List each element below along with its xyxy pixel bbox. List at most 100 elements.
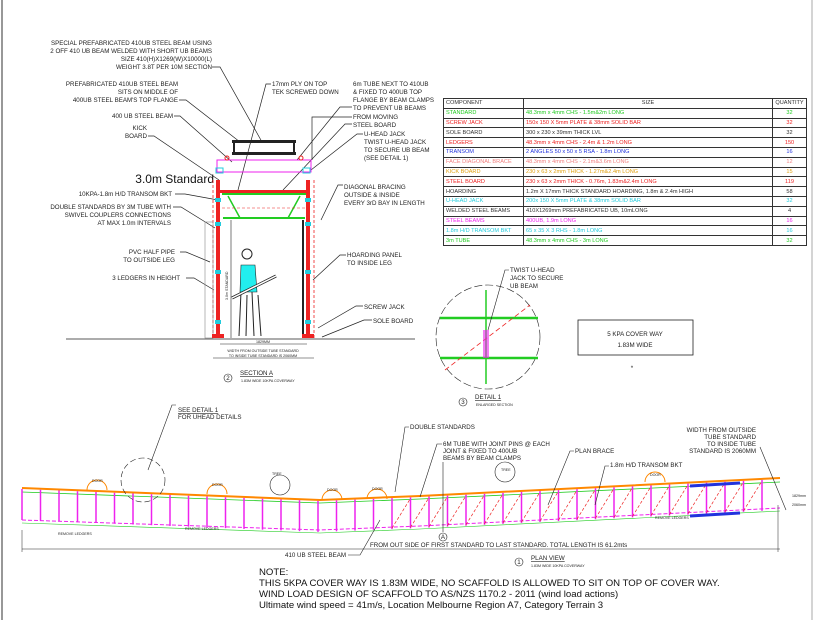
section-number: 2 <box>226 375 230 382</box>
component-cell: U-HEAD JACK <box>443 195 524 207</box>
plan-brace <box>391 498 411 529</box>
label: HOARDING PANEL <box>347 252 402 259</box>
coverway-mark: * <box>631 365 634 372</box>
plan-brace <box>613 487 633 518</box>
plan-brace-label: PLAN BRACE <box>575 448 614 455</box>
width-label: STANDARD IS 2060MM <box>689 448 756 455</box>
door-arcs <box>86 471 666 501</box>
plan-brace <box>410 497 430 528</box>
left-standard <box>216 180 220 338</box>
remove-ledgers-label: REMOVE LEDGERS <box>655 516 689 520</box>
label: 3 LEDGERS IN HEIGHT <box>112 275 180 282</box>
plan-brace <box>558 489 578 521</box>
label: SOLE BOARD <box>373 318 414 325</box>
quantity-cell: 4 <box>772 205 807 217</box>
header-component: COMPONENT <box>443 98 524 109</box>
component-cell: LEDGERS <box>443 137 524 148</box>
label: TEK SCREWED DOWN <box>272 89 339 96</box>
note-line: WIND LOAD DESIGN OF SCAFFOLD TO AS/NZS 1… <box>259 589 618 600</box>
worker-figure <box>231 248 277 337</box>
u-head-jack <box>215 167 224 174</box>
dim-note: TO INSIDE TUBE STANDARD IS 2060MM <box>229 354 297 358</box>
quantity-cell: 16 <box>772 146 807 158</box>
label: 400 UB STEEL BEAM <box>112 113 173 120</box>
section-name: SECTION A <box>240 370 274 377</box>
coverway-line2: 1.83M WIDE <box>617 342 652 349</box>
notes-heading: NOTE: <box>259 567 288 578</box>
header-size: SIZE <box>523 98 773 109</box>
label: 6m TUBE NEXT TO 410UB <box>353 81 429 88</box>
label: 400UB STEEL BEAM'S TOP FLANGE <box>73 97 178 104</box>
tube-label: BEAMS BY BEAM CLAMPS <box>443 455 521 462</box>
plan-number: 1 <box>517 559 521 566</box>
ub-beam-top-flange <box>232 140 296 143</box>
label: WEIGHT 3.8T PER 10M SECTION <box>116 64 212 71</box>
plan-brace <box>521 491 541 523</box>
plan-brace <box>632 486 652 517</box>
label: KICK <box>133 125 148 132</box>
coverway-line1: 5 KPA COVER WAY <box>607 331 663 338</box>
component-cell: STEEL BEAMS <box>443 215 524 227</box>
quantity-cell: 32 <box>772 117 807 129</box>
section-a-title: 2 SECTION A 1.83M WIDE 10KPA COVERWAY <box>223 370 295 383</box>
screw-jack <box>302 334 314 338</box>
label: SWIVEL COUPLERS CONNECTIONS <box>65 212 171 219</box>
coverway-box: 5 KPA COVER WAY 1.83M WIDE * <box>577 319 694 372</box>
plan-brace <box>724 481 744 512</box>
door-label: DOOR <box>372 487 383 491</box>
plan-brace <box>484 493 504 524</box>
pvc-half-pipe <box>204 221 214 339</box>
size-cell: 48.3mm x 4mm CHS - 3m LONG <box>523 235 773 246</box>
plan-brace <box>539 490 559 522</box>
section-sub: 1.83M WIDE 10KPA COVERWAY <box>241 379 295 383</box>
width-label: TO INSIDE TUBE <box>707 441 756 448</box>
label: FLANGE BY BEAM CLAMPS <box>353 97 434 104</box>
label: TO INSIDE LEG <box>347 260 392 267</box>
quantity-cell: 58 <box>772 186 807 197</box>
component-cell: SCREW JACK <box>443 117 524 129</box>
quantity-cell: 32 <box>772 235 807 246</box>
plan-sub: 1.83M WIDE 10KPA COVERWAY <box>531 564 585 568</box>
label: SITS ON MIDDLE OF <box>118 89 178 96</box>
screw-jack <box>212 334 224 338</box>
section-a-structure: 1829MM WIDTH FROM OUTSIDE TUBE STANDARD … <box>66 140 415 359</box>
beam-clamp <box>224 155 230 161</box>
quantity-cell: 15 <box>772 166 807 178</box>
door-label: DOOR <box>212 483 223 487</box>
size-cell: 410X1269mm PREFABRICATED UB, 10mLONG <box>523 205 773 217</box>
detail-name: DETAIL 1 <box>475 394 502 401</box>
component-cell: 1.8m H/D TRANSOM BKT <box>443 225 524 237</box>
component-cell: TRANSOM <box>443 146 524 158</box>
notes: NOTE: THIS 5KPA COVER WAY IS 1.83M WIDE,… <box>259 567 720 611</box>
remove-ledgers-label: REMOVE LEDGERS <box>185 527 219 531</box>
detail-number: 3 <box>461 399 465 406</box>
size-cell: 200x 150 X 5mm PLATE & 38mm SOLID BAR <box>523 195 773 207</box>
size-cell: 300 x 230 x 39mm THICK LVL <box>523 127 773 139</box>
label: (SEE DETAIL 1) <box>364 155 408 162</box>
label: 10KPA-1.8m H/D TRANSOM BKT <box>79 191 173 198</box>
label: SPECIAL PREFABRICATED 410UB STEEL BEAM U… <box>51 40 212 47</box>
door-label: DOOR <box>650 473 661 477</box>
label: DIAGONAL BRACING <box>344 184 406 191</box>
component-cell: 3m TUBE <box>443 235 524 246</box>
size-cell: 48.3mm x 4mm CHS - 1.5m&2m LONG <box>523 107 773 119</box>
double-standards-label: DOUBLE STANDARDS <box>410 424 475 431</box>
right-standard <box>306 180 310 338</box>
remove-ledgers-label: REMOVE LEDGERS <box>58 532 92 536</box>
note-line: THIS 5KPA COVER WAY IS 1.83M WIDE, NO SC… <box>259 578 720 589</box>
size-cell: 2 ANGLES 50 x 50 x 5 RSA - 1.8m LONG <box>523 146 773 158</box>
quantity-cell: 16 <box>772 225 807 237</box>
component-cell: WELDED STEEL BEAMS <box>443 205 524 217</box>
plan-brace <box>650 485 670 516</box>
tube-label: 6M TUBE WITH JOINT PINS @ EACH <box>443 441 550 448</box>
dim-height: 3.0m STANDARD <box>225 271 229 300</box>
component-cell: HOARDING <box>443 186 524 197</box>
component-cell: SOLE BOARD <box>443 127 524 139</box>
